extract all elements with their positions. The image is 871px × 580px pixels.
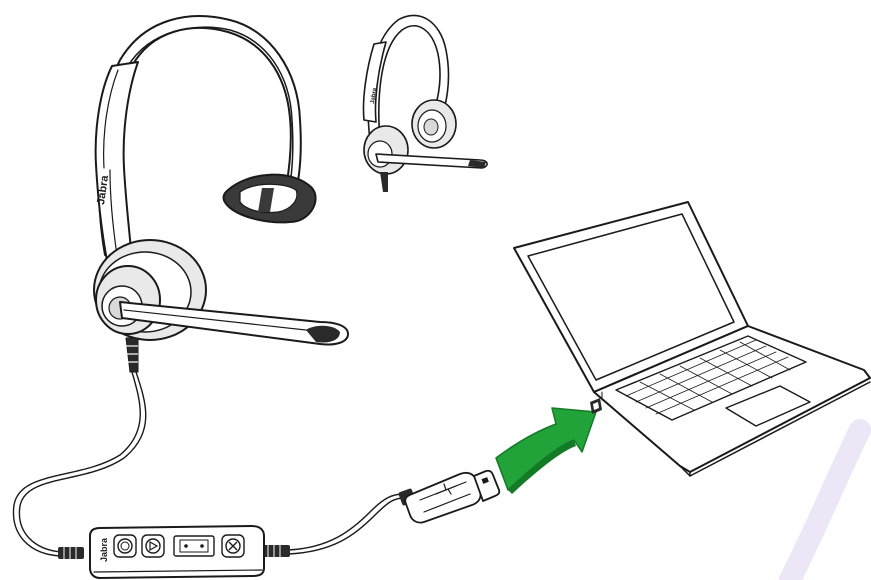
duo-headset: Jabra	[363, 15, 487, 192]
left-cable-connector	[58, 547, 84, 559]
usb-plug	[398, 471, 499, 523]
mono-headset: Jabra	[94, 16, 348, 372]
volume-rocker[interactable]	[174, 536, 214, 556]
play-button[interactable]	[142, 535, 164, 557]
cable-strain-relief	[126, 338, 138, 372]
temple-pad	[224, 175, 316, 223]
call-button[interactable]	[114, 535, 136, 557]
laptop-usb-port	[590, 398, 602, 414]
inline-control-unit: Jabra	[58, 526, 290, 578]
control-brand-label: Jabra	[99, 537, 109, 562]
connect-arrow-icon	[496, 408, 596, 494]
usb-cable	[288, 494, 404, 554]
mute-button[interactable]	[222, 535, 244, 557]
right-cable-connector	[262, 545, 290, 557]
watermark-arc	[790, 430, 860, 580]
